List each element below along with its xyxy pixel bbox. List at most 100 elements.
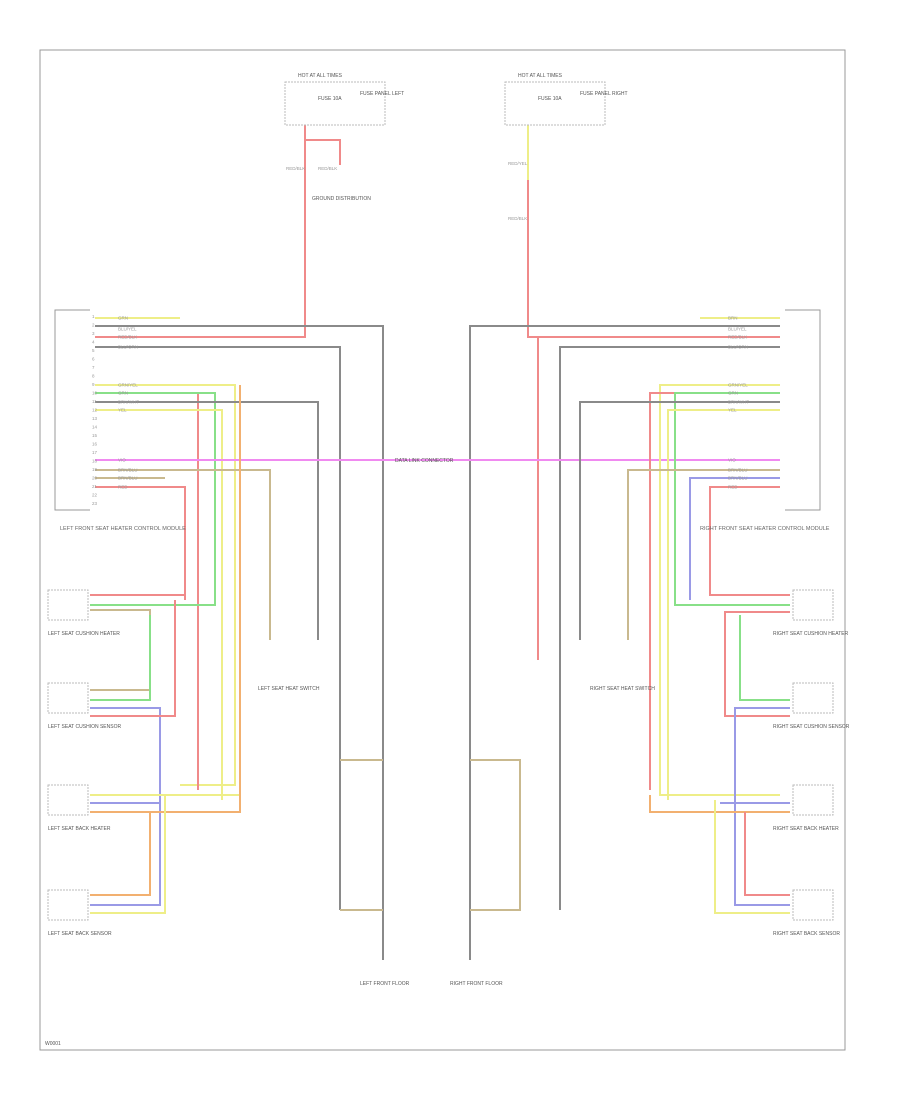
wire-gray <box>95 325 384 960</box>
seat-element-box <box>47 682 89 714</box>
seat-element-label: RIGHT SEAT BACK SENSOR <box>773 931 840 937</box>
seat-element-label: LEFT SEAT BACK SENSOR <box>48 931 112 937</box>
seat-element-label: LEFT SEAT CUSHION HEATER <box>48 631 120 637</box>
wire-code: 10 <box>92 391 98 396</box>
wire-orange <box>90 812 151 896</box>
wire-code: BRN/BLU <box>728 468 748 473</box>
wire-code: GRN <box>118 391 128 396</box>
wire-code: 12 <box>92 408 98 413</box>
wire-code: 5 <box>92 348 95 353</box>
seat-element-label: RIGHT SEAT CUSHION HEATER <box>773 631 849 637</box>
wire-red <box>90 600 176 717</box>
wire-code: RED/BLK <box>286 166 305 171</box>
seat-element-box <box>47 784 89 816</box>
wire-green <box>674 392 790 606</box>
fuse-desc: FUSE PANEL RIGHT <box>580 91 628 97</box>
wire-code: RED <box>118 485 128 490</box>
wire-code: RED/BLK <box>118 335 137 340</box>
wire-code: YEL <box>728 408 737 413</box>
wire-gray <box>559 346 780 910</box>
wire-code: RED/BLK <box>318 166 337 171</box>
seat-element-box <box>47 589 89 621</box>
wire-code: RED <box>728 485 738 490</box>
wires <box>90 125 790 960</box>
wire-red <box>95 125 306 338</box>
wire-code: 18 <box>92 459 98 464</box>
wire-code: GRN/YEL <box>118 383 138 388</box>
wire-code: VIO <box>118 458 126 463</box>
wire-code: GRN <box>728 391 738 396</box>
fuse-header: HOT AT ALL TIMES <box>518 73 563 79</box>
wire-red <box>95 392 199 790</box>
wire-yellow <box>667 409 780 800</box>
wire-orange <box>649 795 790 813</box>
wire-code: 7 <box>92 365 95 370</box>
seat-element-box <box>792 682 834 714</box>
wire-code-labels: GRN BLU/YEL RED/BLK BLU/GRN GRN/YEL GRN BRN/WH… <box>92 314 749 506</box>
right-seat-module: RIGHT FRONT SEAT HEATER CONTROL MODULE <box>700 309 830 532</box>
wire-code: 13 <box>92 416 98 421</box>
wire-code: 3 <box>92 331 95 336</box>
wire-gray <box>95 346 341 910</box>
wire-code: BLU/YEL <box>728 327 747 332</box>
wire-code: 14 <box>92 425 98 430</box>
wire-yellow <box>95 409 223 800</box>
wire-code: BRN <box>728 316 738 321</box>
wire-code: 17 <box>92 450 98 455</box>
seat-element-box <box>792 784 834 816</box>
wire-code: YEL <box>118 408 127 413</box>
wire-tan <box>90 609 151 691</box>
switch-label: LEFT SEAT HEAT SWITCH <box>258 686 320 692</box>
wire-code: 22 <box>92 493 98 498</box>
center-connector-label: DATA LINK CONNECTOR <box>395 458 454 464</box>
wire-red <box>649 392 780 790</box>
wire-red <box>724 611 790 717</box>
wire-code: BRN/WHT <box>118 400 139 405</box>
wire-gray <box>469 325 780 960</box>
wire-gray <box>579 401 780 640</box>
wire-red <box>744 812 790 896</box>
wire-code: 15 <box>92 433 98 438</box>
wire-yellow <box>95 384 236 786</box>
ground-label: GROUND DISTRIBUTION <box>312 196 371 202</box>
diagram-code: W0001 <box>45 1041 61 1047</box>
wire-yellow <box>90 795 166 914</box>
wire-tan <box>627 469 780 640</box>
wire-code: RED/BLK <box>508 216 527 221</box>
ground-label: RIGHT FRONT FLOOR <box>450 981 503 987</box>
wire-code: BRN/BLU <box>118 476 138 481</box>
wire-code: 2 <box>92 323 95 328</box>
wire-code: BRN/WHT <box>728 400 749 405</box>
seat-element-label: LEFT SEAT BACK HEATER <box>48 826 111 832</box>
seat-elements: LEFT SEAT CUSHION HEATER LEFT SEAT CUSHIO… <box>47 589 850 937</box>
switch-label: RIGHT SEAT HEAT SWITCH <box>590 686 655 692</box>
fuse-desc: FUSE PANEL LEFT <box>360 91 404 97</box>
wire-yellow <box>714 800 790 914</box>
wire-purple <box>689 477 780 600</box>
wire-red <box>527 180 780 338</box>
seat-element-label: RIGHT SEAT CUSHION SENSOR <box>773 724 850 730</box>
wire-code: 4 <box>92 340 95 345</box>
wire-code: 16 <box>92 442 98 447</box>
wire-red <box>709 486 790 596</box>
wire-code: RED/BLK <box>728 335 747 340</box>
wire-code: BLU/GRN <box>728 345 748 350</box>
wire-red <box>95 486 186 600</box>
seat-element-box <box>47 889 89 921</box>
wire-gray <box>95 401 319 640</box>
seat-element-box <box>792 889 834 921</box>
wire-code: BLU/YEL <box>118 327 137 332</box>
wire-red <box>305 139 341 165</box>
seat-element-label: LEFT SEAT CUSHION SENSOR <box>48 724 121 730</box>
wire-code: 9 <box>92 382 95 387</box>
wire-code: 23 <box>92 501 98 506</box>
ground-label: LEFT FRONT FLOOR <box>360 981 410 987</box>
diagram-frame <box>39 49 846 1051</box>
wire-code: BLU/GRN <box>118 345 138 350</box>
wire-code: BRN/BLU <box>118 468 138 473</box>
wire-code: BRN/BLU <box>728 476 748 481</box>
wire-code: 11 <box>92 399 97 404</box>
wire-code: 6 <box>92 357 95 362</box>
